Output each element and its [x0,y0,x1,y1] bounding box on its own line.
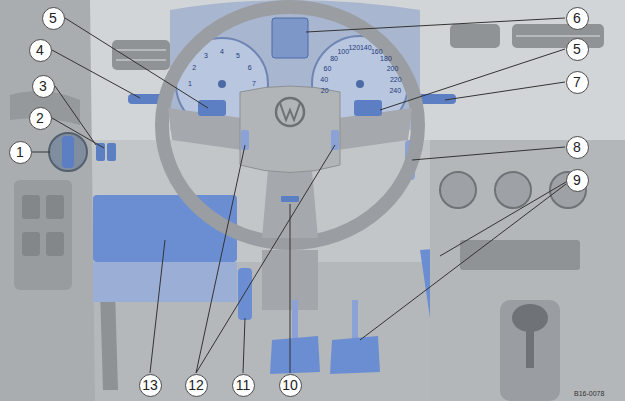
tachometer-number: 7 [252,80,256,88]
air-vents [512,24,604,48]
callout-number: 13 [139,374,162,397]
center-console [526,328,534,368]
callout-number: 7 [566,71,589,94]
door-panel [46,232,64,256]
steering-wheel [354,100,382,116]
tachometer-number: 4 [220,48,224,56]
air-vents [450,24,500,48]
leader-lines [380,49,565,110]
tachometer-number: 1 [188,80,192,88]
storage-panel [93,195,237,302]
steering-wheel [331,130,339,150]
steering-wheel [240,86,340,173]
speedometer-number: 120 [348,44,360,52]
door-panel [100,290,118,390]
door-panel [0,0,95,401]
center-console [512,304,548,332]
tachometer-number: 5 [236,52,240,60]
center-console [495,172,531,208]
pedals [292,300,298,340]
leader-lines [440,182,566,256]
air-vents [516,35,600,37]
callout-number: 6 [566,7,589,30]
light-switch [107,143,116,161]
callout-number: 10 [279,374,302,397]
center-console [430,140,625,401]
pedals [270,336,320,374]
steering-wheel [280,103,300,120]
tachometer-number: 2 [192,64,196,72]
speedometer-number: 100 [337,48,349,56]
door-panel [22,232,40,256]
air-vents [116,59,166,61]
center-console [500,300,560,401]
door-panel [46,195,64,219]
speedometer-number: 20 [321,87,329,95]
leader-lines [445,82,565,100]
leader-lines [360,184,566,340]
leader-lines [196,145,245,373]
callout-number: 5 [566,38,589,61]
leader-lines [32,18,566,373]
speedometer-number: 40 [320,76,328,84]
callout-number: 12 [185,374,208,397]
center-console [430,140,625,401]
leader-lines [52,118,104,148]
leader-lines [32,152,50,153]
speedometer-number: 180 [380,55,392,63]
background [90,262,430,401]
instrument-cluster [272,18,308,58]
pedals [330,336,380,374]
callout-number: 9 [566,169,589,192]
callout-number: 1 [9,141,32,164]
instrument-cluster [356,80,364,88]
light-switch [49,133,116,171]
callout-number: 2 [29,107,52,130]
leader-lines [52,50,140,98]
leader-lines [290,204,291,373]
speedometer-number: 80 [330,55,338,63]
steering-wheel [281,196,299,202]
speedometer-number: 60 [324,65,332,73]
speedometer-number: 160 [371,48,383,56]
tachometer-number: 6 [248,64,252,72]
door-panel [14,180,72,290]
steering-wheel [276,98,304,126]
air-vents [116,49,166,51]
speedometer-number: 200 [387,65,399,73]
leader-lines [196,145,335,373]
leader-lines [306,18,565,32]
speedometer-number: 140 [360,44,372,52]
callout-number: 11 [232,374,255,397]
figure-code: B16-0078 [574,390,604,398]
steering-wheel [198,100,226,116]
light-switch [62,136,74,168]
callout-number: 3 [32,75,55,98]
leader-lines [55,86,96,145]
tachometer-number: 3 [204,52,208,60]
callout-number: 5 [42,7,65,30]
leader-lines [65,18,208,108]
steering-column [238,268,252,320]
light-switch [49,133,87,171]
speedometer-number: 240 [389,87,401,95]
door-panel [22,195,40,219]
callout-number: 8 [566,136,589,159]
center-console [440,172,476,208]
leader-lines [243,318,245,373]
callout-number: 4 [29,39,52,62]
speedometer-number: 220 [390,76,402,84]
leader-lines [412,147,565,160]
instrument-cluster [218,80,226,88]
center-console [460,240,580,270]
leader-lines [150,240,165,373]
pedals [352,300,358,340]
